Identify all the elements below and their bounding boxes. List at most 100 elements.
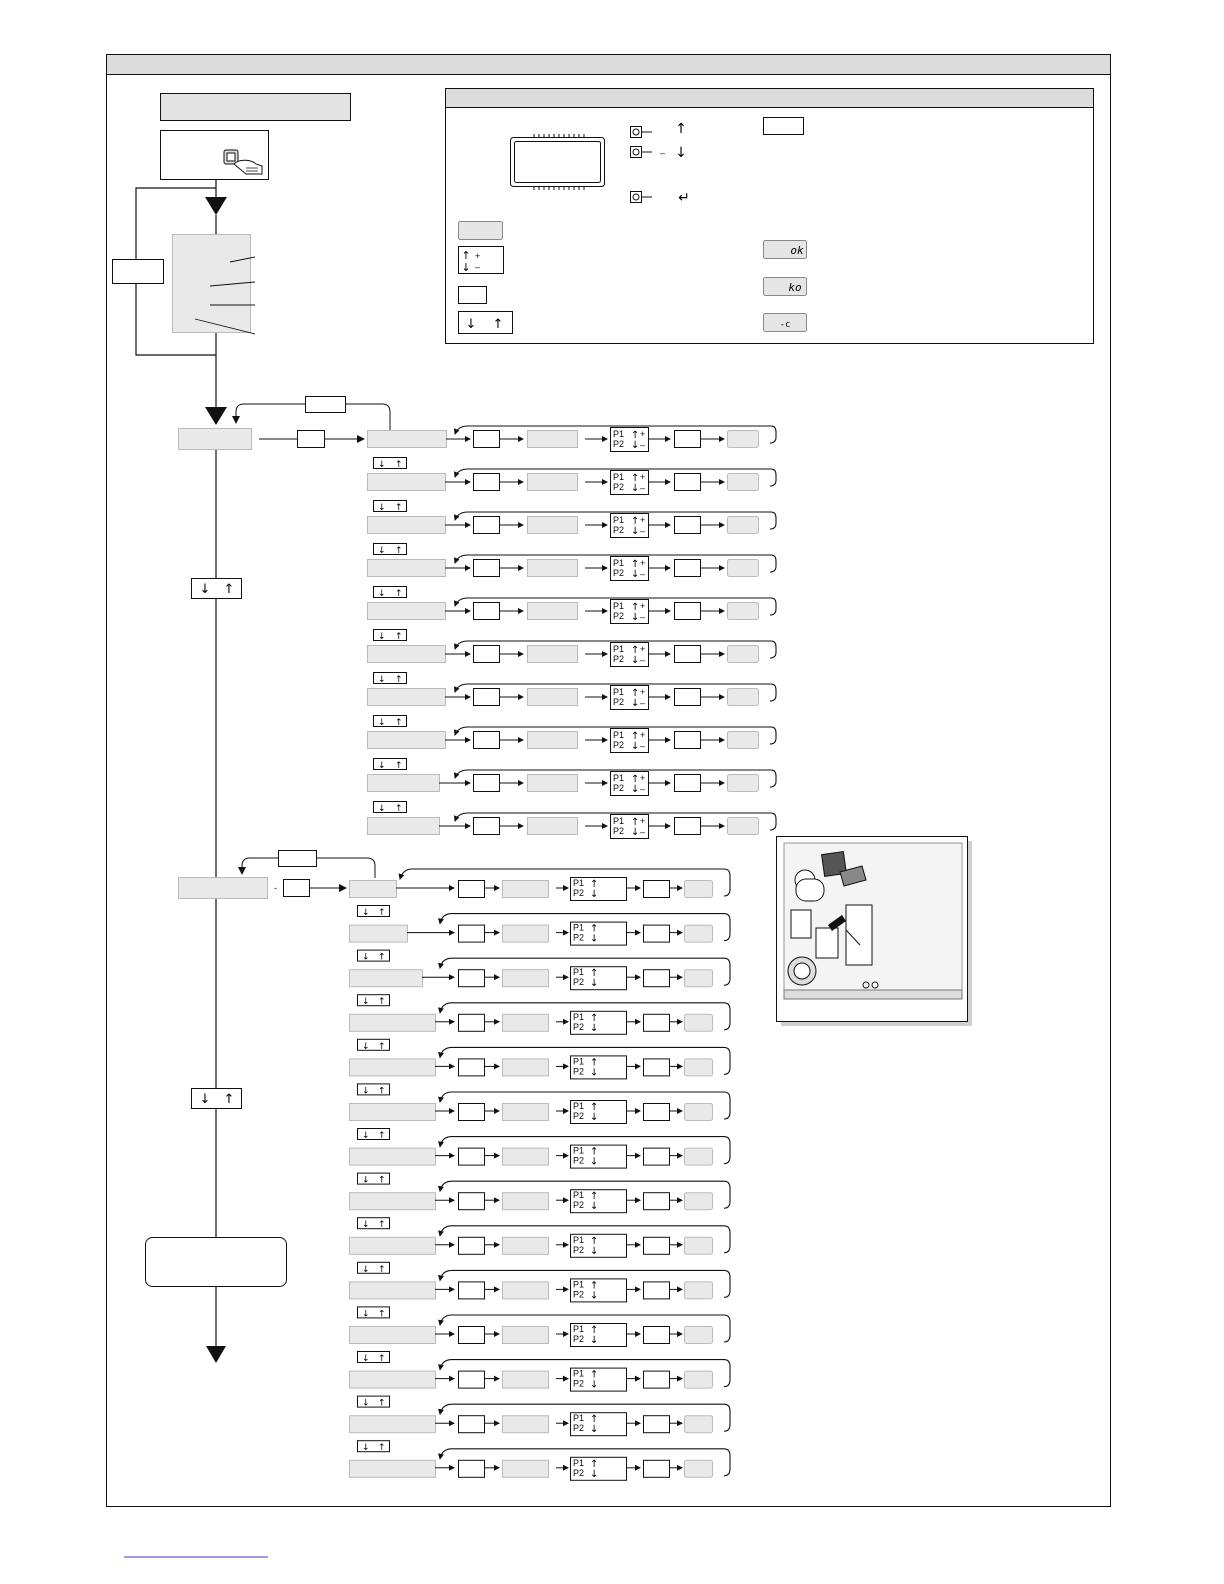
enter-box: [473, 645, 500, 663]
menu-a-rows: P1P2↑↓+–↓↑P1P2↑↓+–↓↑P1P2↑↓+–↓↑P1P2↑↓+–↓↑…: [367, 425, 777, 839]
hand-pressing-button-icon: [223, 149, 263, 175]
result-badge: [684, 1370, 713, 1389]
nav-updown-box: [357, 1038, 390, 1051]
p2-label: P2: [573, 1200, 584, 1210]
up-arrow-icon: ↑: [395, 503, 403, 513]
plus-sign: +: [640, 773, 645, 783]
down-arrow-icon: ↓: [378, 761, 386, 771]
up-arrow-icon: ↑: [395, 675, 403, 685]
enter-icon: ↵: [678, 190, 690, 206]
p2-label: P2: [573, 1156, 584, 1166]
down-arrow-icon: ↓: [631, 784, 639, 795]
p1-label: P1: [573, 1146, 584, 1156]
value-box: [527, 645, 578, 663]
parameter-box: [367, 516, 446, 534]
result-badge: [727, 731, 759, 749]
parameter-box: [349, 969, 423, 988]
p2-label: P2: [573, 888, 584, 898]
nav-updown-box: [357, 1172, 390, 1185]
legend-blank-box: [458, 286, 487, 304]
up-arrow-icon: ↑: [631, 516, 639, 527]
p1-p2-adjust-box: [570, 877, 627, 901]
nav-updown-box: [357, 1306, 390, 1319]
confirm-box: [674, 774, 701, 792]
up-arrow-icon: ↑: [631, 430, 639, 441]
parameter-box: [349, 1281, 436, 1300]
nav-updown-box: [373, 801, 407, 813]
p1-label: P1: [573, 1235, 584, 1245]
legend-panel: ↑ – ↓ ↵ ↑ ↓ + – ↓ ↑: [445, 88, 1094, 344]
plus-sign: +: [640, 558, 645, 568]
confirm-box: [674, 817, 701, 835]
p1-label: P1: [573, 1101, 584, 1111]
enter-box: [458, 1415, 485, 1434]
down-arrow-icon: ↓: [590, 1246, 598, 1257]
svg-text:↓: ↓: [461, 261, 470, 274]
p2-label: P2: [613, 783, 624, 793]
down-arrow-icon: ↓: [378, 804, 386, 814]
result-badge: [727, 473, 759, 491]
parameter-box: [367, 645, 446, 663]
plus-sign: +: [640, 816, 645, 826]
loop-back-arrow: [440, 913, 731, 942]
loop-back-arrow: [455, 640, 777, 659]
enter-box: [473, 774, 500, 792]
minus-sign: –: [640, 440, 645, 450]
down-arrow-icon: ↓: [590, 1201, 598, 1212]
nav-updown-box: [373, 457, 407, 469]
confirm-box: [674, 516, 701, 534]
value-box: [502, 1103, 549, 1121]
nav-updown-box: [373, 629, 407, 641]
value-box: [502, 1147, 549, 1166]
p2-label: P2: [613, 740, 624, 750]
p1-label: P1: [613, 773, 624, 783]
parameter-box: [349, 1103, 436, 1121]
loop-back-arrow: [440, 1091, 731, 1120]
down-arrow-icon: ↓: [631, 483, 639, 494]
down-arrow-icon: ↓: [362, 1086, 370, 1096]
p1-label: P1: [573, 878, 584, 888]
exit-box: [145, 1237, 287, 1287]
down-arrow-icon: ↓: [631, 526, 639, 537]
down-arrow-icon: ↓: [362, 1443, 370, 1453]
confirm-box: [674, 473, 701, 491]
loop-back-arrow: [455, 726, 777, 745]
minus-sign: –: [640, 741, 645, 751]
minus-sign: –: [640, 827, 645, 837]
parameter-box: [349, 924, 408, 943]
minus-sign: –: [660, 148, 665, 158]
down-arrow-icon: ↓: [590, 934, 598, 945]
nav-updown-box: [357, 1261, 390, 1274]
menu-b-title-box: [178, 877, 268, 899]
ok-badge: ok: [763, 240, 807, 259]
p2-label: P2: [613, 611, 624, 621]
enter-box: [473, 516, 500, 534]
loop-back-arrow: [455, 425, 777, 444]
p1-p2-adjust-box: [570, 1100, 627, 1124]
plus-sign: +: [640, 644, 645, 654]
circuit-board-illustration: [776, 836, 972, 1026]
plus-sign: +: [640, 429, 645, 439]
up-arrow-icon: ↑: [590, 1147, 598, 1158]
p2-label: P2: [573, 1334, 584, 1344]
parameter-box: [349, 1370, 436, 1389]
loop-back-arrow: [440, 1180, 731, 1209]
up-arrow-icon: ↑: [378, 1354, 386, 1364]
confirm-box: [643, 1103, 670, 1121]
nav-updown-box: [373, 586, 407, 598]
result-badge: [684, 969, 713, 988]
confirm-box: [643, 924, 670, 943]
enter-box: [458, 1370, 485, 1389]
enter-box: [458, 1236, 485, 1255]
confirm-box: [674, 731, 701, 749]
p1-label: P1: [573, 967, 584, 977]
p2-label: P2: [573, 1022, 584, 1032]
p1-label: P1: [573, 1369, 584, 1379]
confirm-box: [674, 602, 701, 620]
down-arrow-icon: ↓: [631, 741, 639, 752]
nav-updown-box: [373, 672, 407, 684]
result-badge: [684, 1459, 713, 1478]
